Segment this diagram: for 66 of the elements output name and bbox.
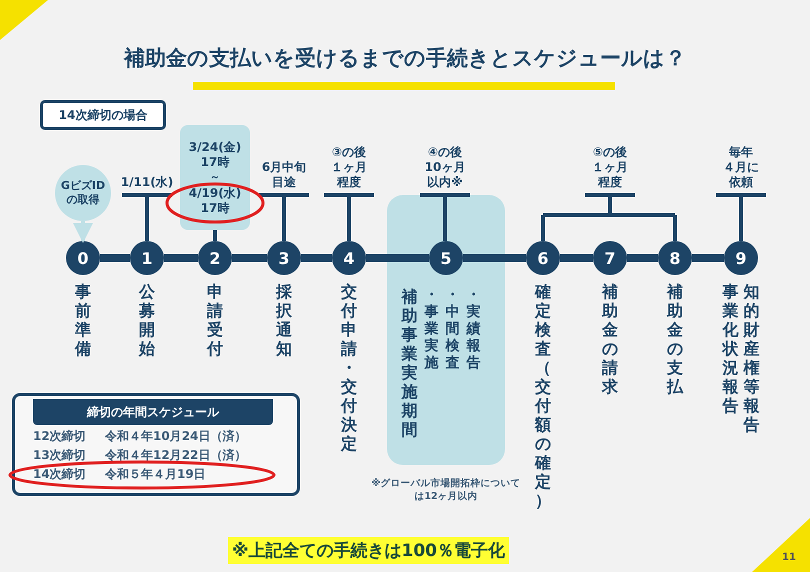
- date-label: ③の後１ヶ月程度: [330, 145, 368, 190]
- step-name: 知的財産権等報告: [743, 282, 760, 434]
- connector-line: [213, 230, 217, 241]
- timeline-line: [627, 254, 658, 262]
- speech-bubble: GビズIDの取得: [55, 165, 111, 221]
- schedule-text: 令和４年10月24日（済）: [105, 429, 246, 444]
- connector-line: [541, 193, 677, 243]
- page-number: 11: [782, 552, 796, 563]
- timeline-line: [366, 254, 429, 262]
- tag-box: 14次締切の場合: [40, 100, 166, 130]
- timeline-line: [100, 254, 130, 262]
- date-label: ⑤の後１ヶ月程度: [591, 145, 629, 190]
- timeline-line: [164, 254, 198, 262]
- schedule-text: 令和４年12月22日（済）: [105, 448, 246, 463]
- step-name: 補助金の請求: [602, 282, 618, 396]
- step-name: 申請受付: [206, 282, 224, 358]
- step-name: 公募開始: [138, 282, 156, 358]
- pointer-arrow: [73, 221, 93, 243]
- step-name: 補助金の支払: [666, 282, 684, 396]
- step-name: 事前準備: [74, 282, 92, 358]
- title: 補助金の支払いを受けるまでの手続きとスケジュールは？: [122, 45, 687, 72]
- step-circle: 9: [724, 241, 758, 275]
- highlight-box: [387, 195, 505, 465]
- schedule-heading: 締切の年間スケジュール: [33, 399, 273, 425]
- tilde-mark: ～: [210, 170, 220, 184]
- schedule-text: 令和５年４月19日: [105, 467, 206, 482]
- date-text: 4/19(水)17時: [188, 186, 242, 216]
- step-circle: 0: [66, 241, 100, 275]
- date-label: 1/11(水): [120, 175, 174, 190]
- timeline-line: [560, 254, 593, 262]
- step-circle: 4: [332, 241, 366, 275]
- period-text: 補助事業実施期間: [401, 287, 418, 439]
- timeline-line: [232, 254, 267, 262]
- step-circle: 6: [526, 241, 560, 275]
- footnote: ※グローバル市場開拓枠については12ヶ月以内: [370, 477, 522, 503]
- step-name: 採択通知: [276, 282, 292, 358]
- step-circle: 8: [658, 241, 692, 275]
- step-circle: 2: [198, 241, 232, 275]
- step-circle: 5: [429, 241, 463, 275]
- connector-line: [257, 193, 311, 243]
- date-text: 3/24(金)17時: [188, 140, 242, 170]
- highlight-box: [180, 125, 250, 230]
- bullet-text: ・中間検査: [445, 287, 460, 372]
- schedule-text: 14次締切: [33, 467, 86, 482]
- step-name: 確定検査（交付額の確定）: [534, 282, 552, 510]
- timeline-line: [301, 254, 332, 262]
- timeline-line: [692, 254, 724, 262]
- date-label: 毎年４月に依頼: [722, 145, 760, 190]
- step-circle: 7: [593, 241, 627, 275]
- connector-line: [418, 193, 472, 243]
- step-name: 事業化状況報告: [722, 282, 739, 415]
- step-name: 交付申請・交付決定: [340, 282, 358, 453]
- date-label: ④の後10ヶ月以内※: [424, 145, 466, 190]
- step-circle: 3: [267, 241, 301, 275]
- date-label: 6月中旬目途: [260, 160, 308, 190]
- footnote-highlight: ※上記全ての手続きは100％電子化: [228, 537, 510, 564]
- connector-line: [322, 193, 376, 243]
- timeline-line: [463, 254, 526, 262]
- schedule-panel: [12, 393, 300, 496]
- connector-line: [120, 193, 174, 243]
- schedule-text: 12次締切: [33, 429, 86, 444]
- connector-line: [714, 193, 768, 243]
- schedule-text: 13次締切: [33, 448, 86, 463]
- bullet-text: ・事業実施: [424, 287, 439, 372]
- bullet-text: ・実績報告: [466, 287, 481, 372]
- step-circle: 1: [130, 241, 164, 275]
